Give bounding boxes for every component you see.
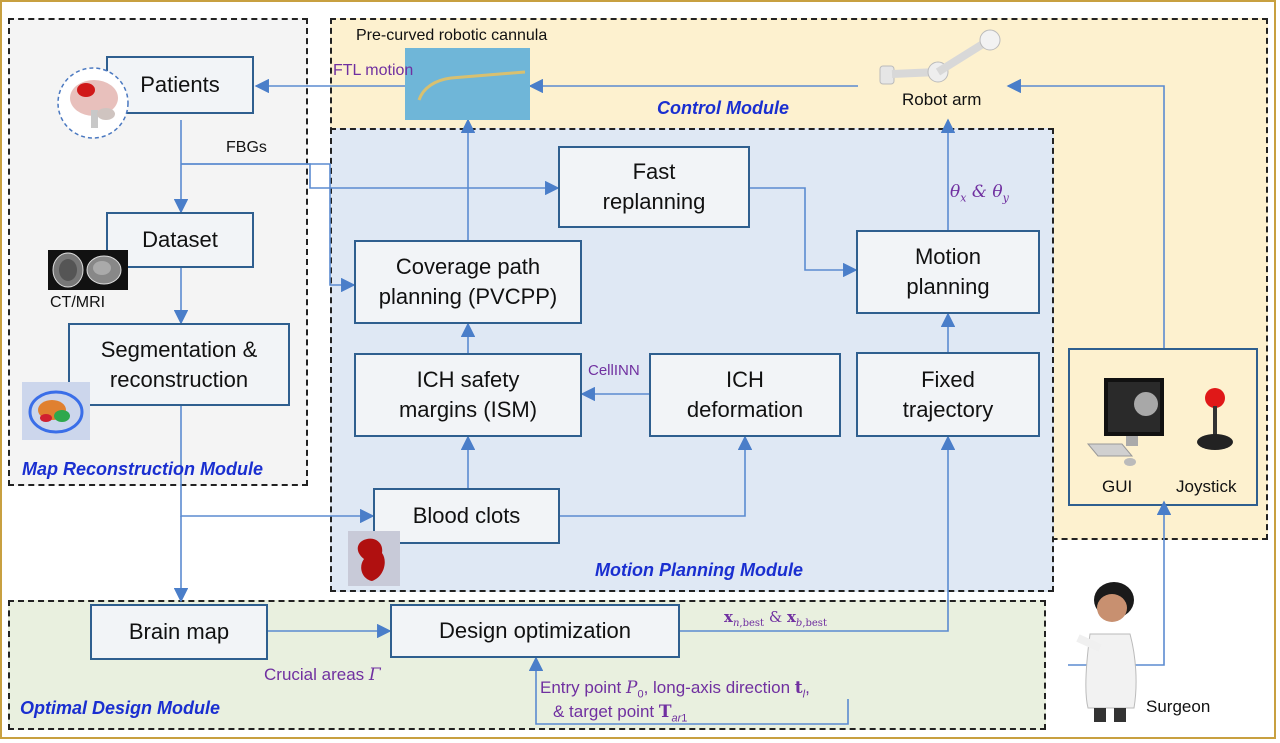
fbgs-label: FBGs xyxy=(226,139,267,156)
ich-deformation-box: ICH deformation xyxy=(649,353,841,437)
theta-label: θx & θy xyxy=(950,182,1009,205)
joystick-label: Joystick xyxy=(1176,477,1237,496)
fixed-trajectory-box: Fixed trajectory xyxy=(856,352,1040,437)
control-module-title: Control Module xyxy=(657,98,789,118)
map-reconstruction-module-title: Map Reconstruction Module xyxy=(22,459,264,479)
gui-computer-icon xyxy=(1086,374,1168,470)
cannula-label: Pre-curved robotic cannula xyxy=(356,27,548,44)
robot-arm-label: Robot arm xyxy=(902,90,982,109)
ich-safety-line1: ICH safety xyxy=(416,367,520,392)
surgeon-icon xyxy=(1056,574,1156,728)
blood-clots-box: Blood clots xyxy=(373,488,560,544)
fixed-trajectory-line1: Fixed xyxy=(921,366,975,392)
motion-planning-module-title: Motion Planning Module xyxy=(595,560,803,580)
dataset-label: Dataset xyxy=(142,227,218,252)
motion-planning-box: Motion planning xyxy=(856,230,1040,314)
reconstruction-3d-icon xyxy=(22,382,90,440)
fast-replanning-box: Fast replanning xyxy=(558,146,750,228)
brain-map-box: Brain map xyxy=(90,604,268,660)
design-optimization-box: Design optimization xyxy=(390,604,680,658)
motion-planning-line2: planning xyxy=(906,274,990,299)
ich-safety-line2: margins (ISM) xyxy=(398,397,538,422)
crucial-areas-label: Crucial areas Γ xyxy=(264,665,381,685)
fast-replanning-line1: Fast xyxy=(632,159,676,184)
segmentation-box: Segmentation & reconstruction xyxy=(68,323,290,406)
patients-label: Patients xyxy=(140,72,220,97)
ftl-motion-label: FTL motion xyxy=(333,62,414,79)
surgeon-label: Surgeon xyxy=(1146,697,1211,716)
gui-label: GUI xyxy=(1102,477,1133,496)
dataset-box: Dataset xyxy=(106,212,254,268)
entry-point-line1: Entry point P0, long-axis direction tl, xyxy=(540,678,810,701)
ich-deformation-line1: ICH xyxy=(726,367,764,392)
xbest-label: xn,best & xb,best xyxy=(724,608,827,629)
patient-brain-icon xyxy=(56,66,130,140)
robot-arm-icon xyxy=(876,28,1016,90)
motion-planning-line1: Motion xyxy=(914,244,982,269)
blood-clots-label: Blood clots xyxy=(412,503,521,528)
coverage-path-planning-box: Coverage path planning (PVCPP) xyxy=(354,240,582,324)
coverage-line2: planning (PVCPP) xyxy=(378,284,558,309)
cellinn-label: CellINN xyxy=(588,362,640,379)
cannula-photo-icon xyxy=(405,48,530,120)
segmentation-label-line1: Segmentation & xyxy=(100,336,258,362)
ct-mri-scan-icon xyxy=(48,250,128,290)
coverage-line1: Coverage path xyxy=(395,254,541,279)
ct-mri-label: CT/MRI xyxy=(50,294,106,311)
brain-map-label: Brain map xyxy=(128,619,230,644)
fast-replanning-line2: replanning xyxy=(602,189,706,214)
patients-box: Patients xyxy=(106,56,254,114)
design-optimization-label: Design optimization xyxy=(439,618,631,643)
ich-safety-margins-box: ICH safety margins (ISM) xyxy=(354,353,582,437)
blood-clot-icon xyxy=(348,531,400,586)
joystick-icon xyxy=(1190,384,1240,454)
optimal-design-module-title: Optimal Design Module xyxy=(20,698,221,718)
ich-deformation-line2: deformation xyxy=(686,397,804,422)
entry-point-line2: & target point Tar1 xyxy=(553,702,688,725)
segmentation-label-line2: reconstruction xyxy=(109,366,249,392)
fixed-trajectory-line2: trajectory xyxy=(902,396,994,422)
